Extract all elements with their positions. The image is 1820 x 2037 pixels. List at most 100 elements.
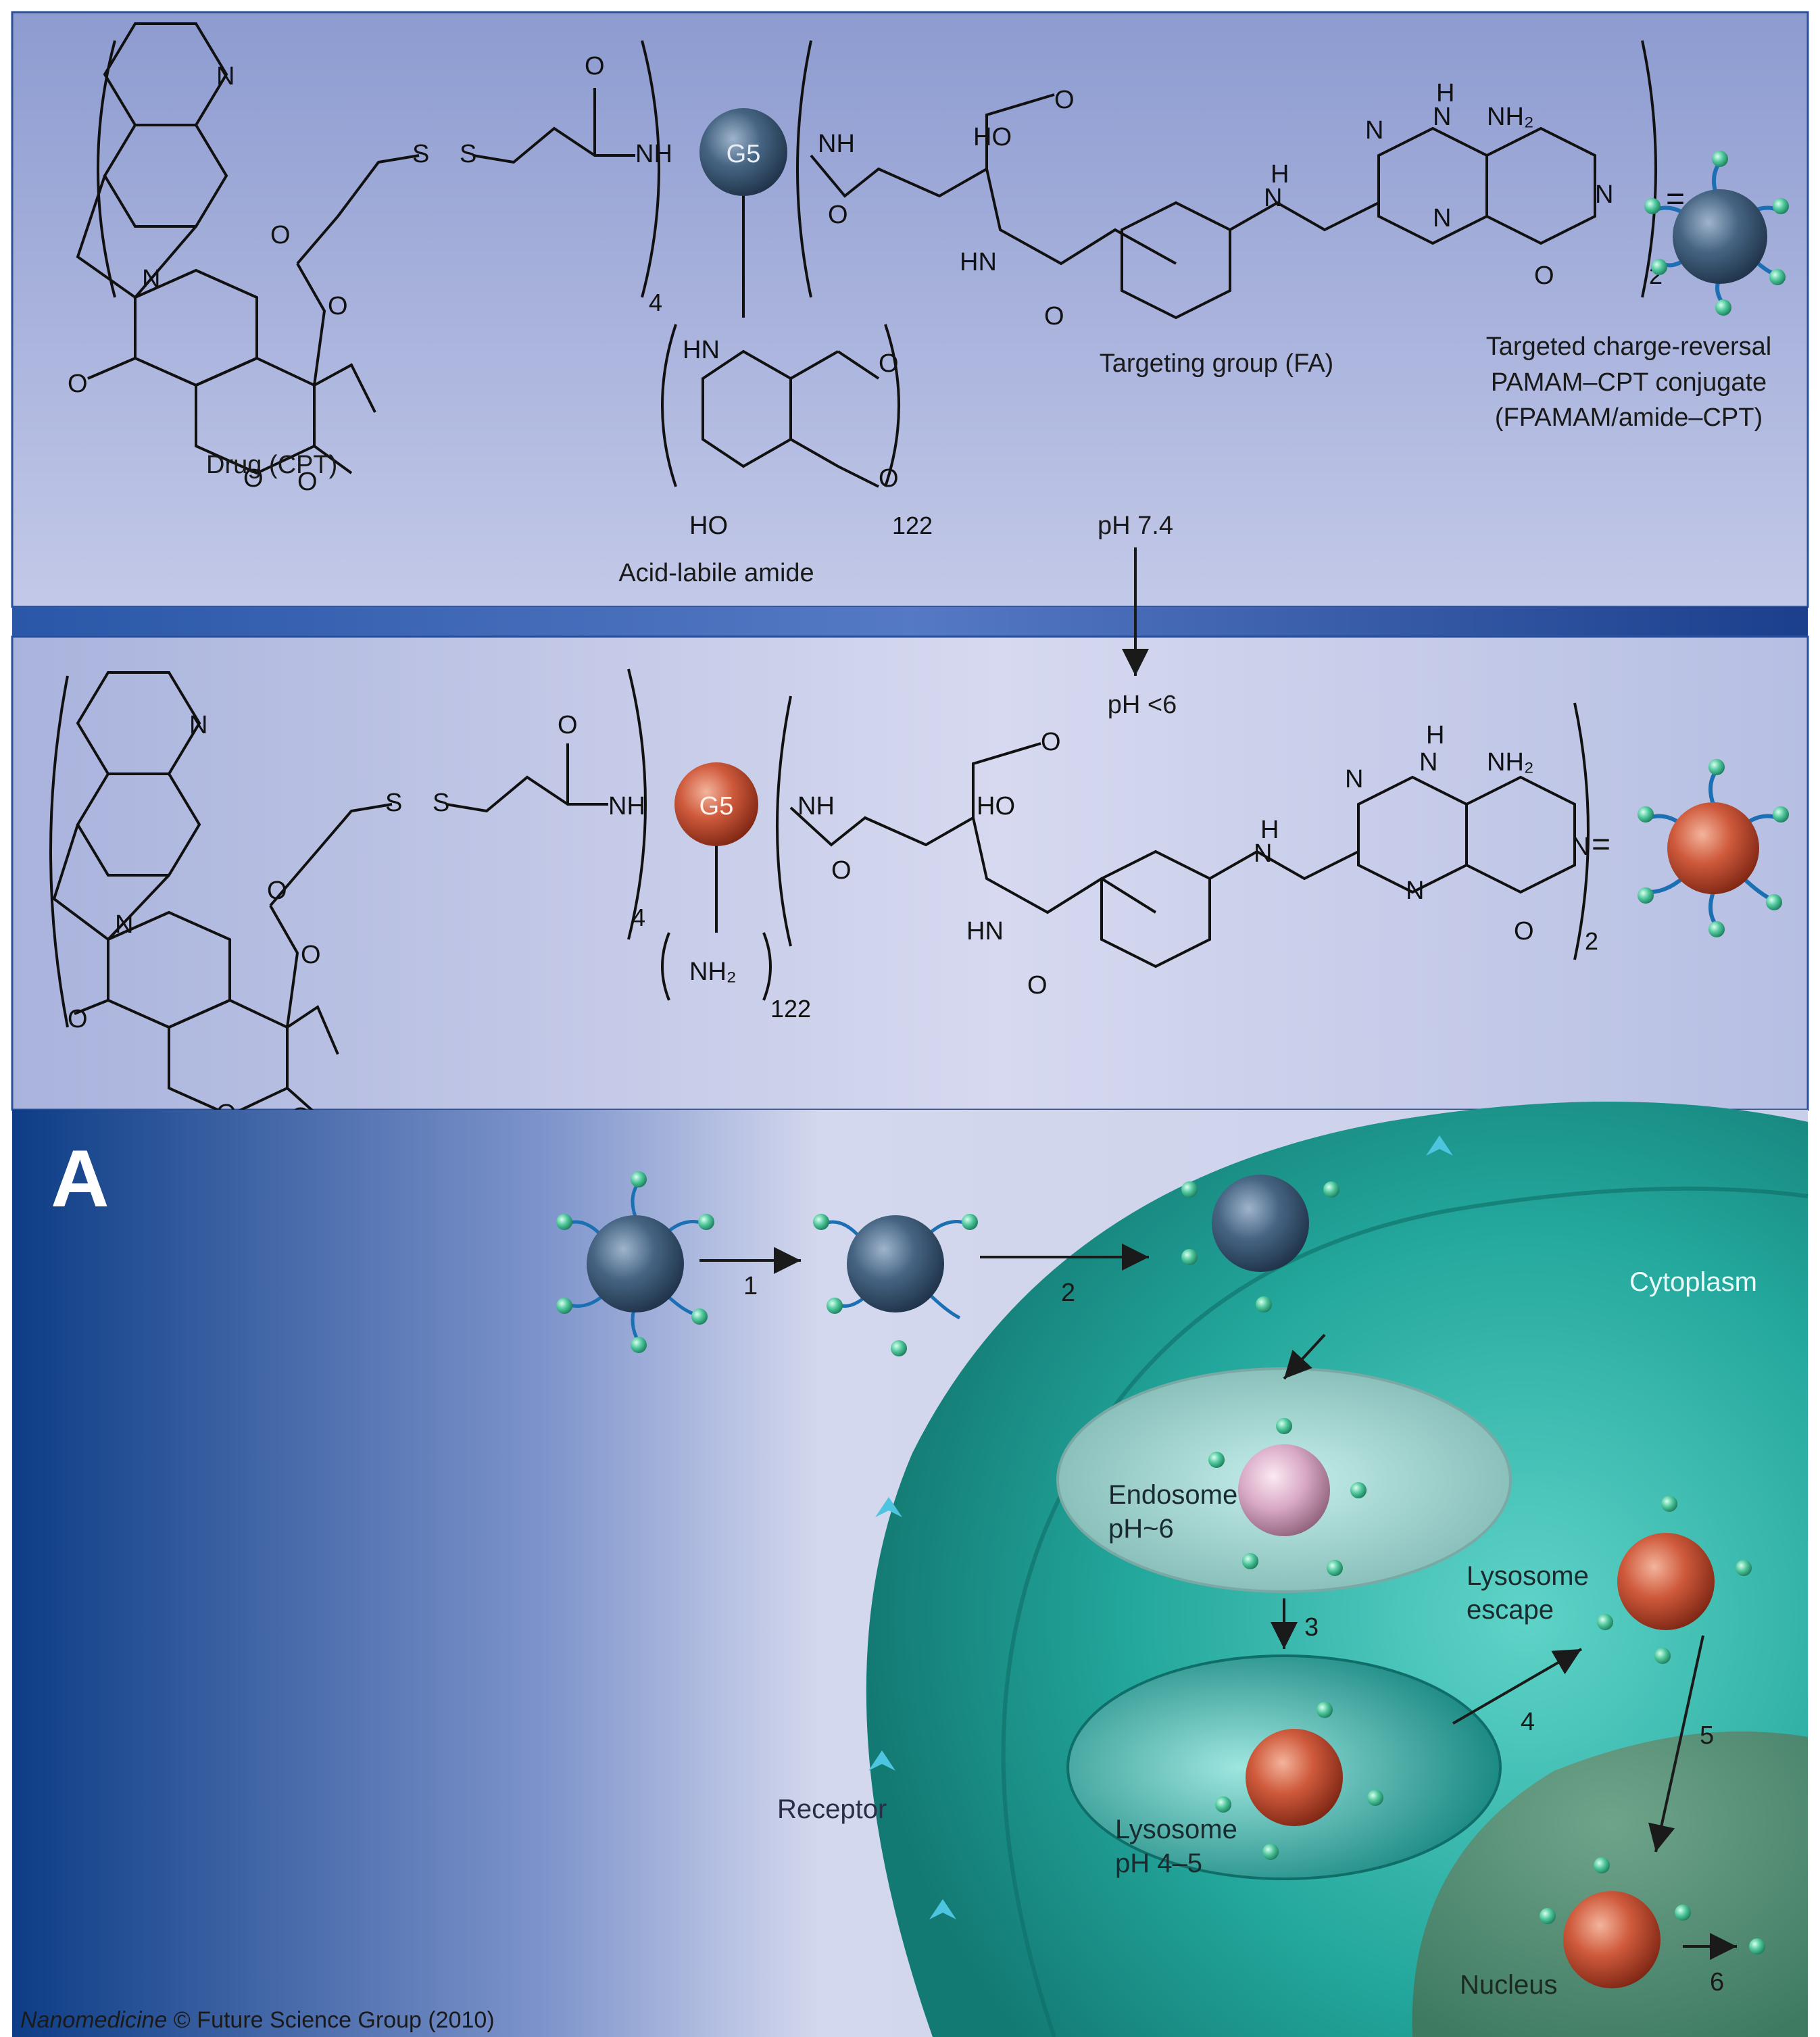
atom-o-2: O: [243, 464, 264, 493]
panel-letter: A: [51, 1133, 109, 1224]
atom-n-10: N: [1254, 839, 1272, 868]
targeting-label: Targeting group (FA): [1100, 349, 1333, 378]
escape-label-2: escape: [1467, 1595, 1554, 1625]
receptor-icon-1: [875, 1497, 902, 1517]
atom-o-20: O: [1041, 728, 1061, 756]
top-structure-panel: G5 N N O O O O O S S O NH HN O O HO NH O…: [11, 11, 1809, 608]
atom-o-11: O: [1044, 302, 1064, 330]
step-3-label: 3: [1304, 1613, 1319, 1642]
top-cpt-skeleton: [76, 22, 1657, 488]
receptor-icon-3: [929, 1899, 956, 1919]
atom-n-8: N: [189, 711, 207, 739]
atom-nh-2: NH: [818, 130, 855, 158]
bottom-g5-label: G5: [699, 792, 734, 820]
atom-nh-3: NH: [608, 792, 645, 820]
credit-journal: Nanomedicine: [20, 2007, 167, 2033]
bottom-subscript-fa: 2: [1585, 927, 1598, 955]
anionic-conjugate-icon: [1644, 151, 1789, 316]
atom-o-12: O: [1534, 262, 1554, 290]
atom-o-16: O: [267, 877, 287, 905]
particle-nucleus: [1540, 1857, 1765, 1988]
atom-n-7: N: [1595, 180, 1613, 209]
atom-nh-4: NH: [797, 792, 835, 820]
atom-n-14: N: [1571, 833, 1590, 861]
receptor-icon-2: [868, 1750, 895, 1771]
atom-o-5: O: [270, 221, 291, 249]
panel-divider: [12, 607, 1808, 637]
atom-s-4: S: [433, 789, 449, 817]
top-subscript-drug: 4: [649, 289, 662, 316]
figure-credit: Nanomedicine © Future Science Group (201…: [20, 2007, 495, 2033]
receptor-icon-4: [1426, 1135, 1453, 1156]
escape-label-1: Lysosome: [1467, 1561, 1589, 1591]
nucleus-label: Nucleus: [1460, 1970, 1558, 2000]
atom-o-17: O: [301, 941, 321, 969]
atom-n-11: N: [1345, 765, 1363, 793]
endocytosis-arrow: [1283, 1333, 1326, 1380]
endosome-label-2: pH~6: [1108, 1514, 1174, 1544]
atom-ho-1: HO: [689, 512, 728, 540]
particle-internalized: [1181, 1175, 1339, 1312]
atom-n-3: N: [1264, 184, 1282, 212]
step-2-label: 2: [1061, 1279, 1075, 1307]
atom-nh-1: NH: [635, 140, 672, 168]
atom-nh2-2: NH₂: [1487, 748, 1534, 777]
endosome-label-1: Endosome: [1108, 1480, 1237, 1510]
step-4-label: 4: [1521, 1708, 1535, 1736]
top-subscript-amide: 122: [892, 512, 933, 539]
particle-endosome: [1208, 1418, 1367, 1576]
atom-nh2-1: NH₂: [1487, 103, 1534, 131]
step-5-arrow: [1648, 1635, 1704, 1852]
step-4-arrow: [1452, 1648, 1583, 1725]
top-g5-core: [699, 108, 787, 196]
atom-n-4: N: [1365, 116, 1383, 145]
atom-o-21: O: [1027, 971, 1048, 1000]
atom-n-13: N: [1419, 748, 1437, 777]
credit-rest: © Future Science Group (2010): [167, 2007, 494, 2033]
atom-n-5: N: [1433, 204, 1451, 232]
atom-o-9: O: [828, 201, 848, 229]
atom-h-3: H: [1260, 816, 1279, 844]
atom-o-10: O: [1054, 86, 1075, 114]
atom-o-19: O: [831, 856, 852, 885]
atom-o-6: O: [585, 52, 605, 80]
cytoplasm-label: Cytoplasm: [1629, 1267, 1757, 1297]
particle-escaped: [1597, 1496, 1752, 1664]
atom-n-9: N: [115, 910, 133, 939]
ph-to-label: pH <6: [1108, 691, 1177, 719]
bottom-cpt-skeleton: [49, 668, 1590, 1117]
atom-o-22: O: [1514, 917, 1534, 946]
atom-o-7: O: [879, 349, 899, 378]
bottom-g5-core: [674, 762, 758, 846]
atom-o-8: O: [879, 464, 899, 493]
atom-n-2: N: [142, 265, 160, 293]
receptor-label: Receptor: [777, 1794, 887, 1824]
drug-label: Drug (CPT): [206, 451, 337, 479]
conjugate-label-line-3: (FPAMAM/amide–CPT): [1495, 403, 1763, 432]
atom-s-3: S: [385, 789, 402, 817]
atom-ho-2: HO: [973, 123, 1012, 151]
cationic-conjugate-icon: [1638, 759, 1789, 937]
atom-ho-3: HO: [977, 792, 1015, 820]
step-5-label: 5: [1700, 1721, 1714, 1750]
conjugate-label-line-1: Targeted charge-reversal: [1486, 333, 1771, 361]
atom-h-2: H: [1436, 79, 1454, 107]
atom-hn-3: HN: [966, 917, 1004, 946]
atom-o-13: O: [68, 1005, 88, 1033]
nucleus: [1412, 1731, 1808, 2037]
particle-lysosome: [1215, 1702, 1383, 1860]
bottom-subscript-amine: 122: [770, 995, 811, 1023]
lysosome-label-2: pH 4–5: [1115, 1848, 1202, 1878]
atom-n-1: N: [216, 62, 235, 91]
particle-extracellular: [556, 1171, 714, 1353]
atom-n-12: N: [1406, 877, 1424, 905]
atom-hn-1: HN: [683, 336, 720, 364]
bottom-subscript-drug: 4: [632, 904, 645, 931]
atom-o-1: O: [68, 370, 88, 398]
bottom-equals: =: [1592, 827, 1610, 862]
atom-h-1: H: [1271, 160, 1289, 189]
cell-membrane-inner: [1001, 1186, 1809, 2037]
atom-o-18: O: [558, 711, 578, 739]
particle-bound: [813, 1214, 978, 1356]
